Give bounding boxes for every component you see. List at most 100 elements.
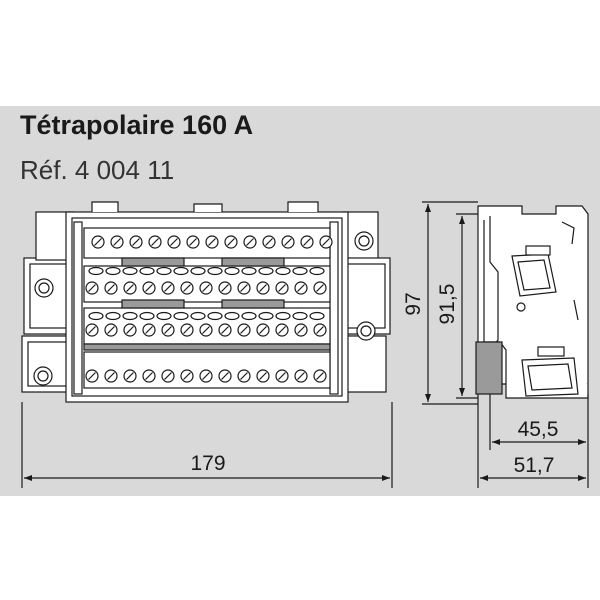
insulator-oval	[258, 266, 274, 276]
product-title: Tétrapolaire 160 A	[20, 110, 254, 140]
terminal-screw	[262, 235, 276, 249]
terminal-screw	[218, 323, 232, 337]
terminal-screw	[180, 323, 194, 337]
insulator-oval	[258, 311, 274, 321]
terminal-screw	[319, 235, 333, 249]
insulator-oval	[173, 311, 189, 321]
front-view	[21, 201, 391, 403]
terminal-screw	[313, 369, 327, 383]
terminal-screw	[313, 323, 327, 337]
lower-terminal-clamp	[521, 346, 579, 397]
insulator-oval	[241, 311, 257, 321]
terminal-screw	[256, 369, 270, 383]
terminal-screw	[275, 281, 289, 295]
insulator-oval	[156, 311, 172, 321]
depth-dimensions	[477, 394, 589, 488]
terminal-screw	[142, 323, 156, 337]
terminal-screw	[243, 235, 257, 249]
insulator-oval	[224, 311, 240, 321]
terminal-screw	[199, 369, 213, 383]
insulator-oval	[173, 266, 189, 276]
insulator-oval	[275, 311, 291, 321]
top-clip-center	[193, 203, 223, 212]
height-overall-label: 97	[402, 292, 425, 315]
terminal-screw	[123, 369, 137, 383]
terminal-screw	[161, 369, 175, 383]
terminal-screw	[91, 235, 105, 249]
width-dimension-label: 179	[190, 452, 225, 475]
height-dimensions	[422, 201, 478, 405]
top-clip-left	[91, 201, 119, 212]
side-view	[475, 205, 589, 399]
insulator-oval	[88, 266, 104, 276]
terminal-screw	[205, 235, 219, 249]
terminal-screw	[224, 235, 238, 249]
insulator-oval	[309, 266, 325, 276]
insulator-oval	[275, 266, 291, 276]
terminal-screw	[110, 235, 124, 249]
insulator-oval	[224, 266, 240, 276]
depth-inner-label: 45,5	[518, 418, 559, 441]
terminal-screw	[85, 281, 99, 295]
depth-overall-label: 51,7	[514, 454, 555, 477]
terminal-screw	[294, 369, 308, 383]
insulator-oval	[309, 311, 325, 321]
terminal-screw	[237, 369, 251, 383]
terminal-screw	[161, 281, 175, 295]
insulator-oval	[122, 266, 138, 276]
terminal-screw	[256, 323, 270, 337]
terminal-screw	[180, 281, 194, 295]
fixing-screws	[33, 231, 376, 386]
terminal-screw	[294, 281, 308, 295]
terminal-screw	[199, 281, 213, 295]
terminal-screw	[123, 281, 137, 295]
terminal-screw	[104, 369, 118, 383]
insulator-ovals-lower	[88, 311, 325, 321]
width-dimension	[21, 402, 393, 488]
upper-terminal-clamp	[511, 245, 557, 312]
terminal-screw	[313, 281, 327, 295]
terminal-screw	[256, 281, 270, 295]
insulator-oval	[190, 266, 206, 276]
terminal-screw	[237, 323, 251, 337]
insulator-oval	[88, 311, 104, 321]
terminal-screw	[85, 369, 99, 383]
insulator-oval	[122, 311, 138, 321]
top-clip-right	[287, 201, 319, 212]
insulator-oval	[139, 311, 155, 321]
terminal-screw	[300, 235, 314, 249]
terminal-screw	[186, 235, 200, 249]
terminal-screw	[104, 281, 118, 295]
terminal-screw	[142, 281, 156, 295]
insulator-oval	[139, 266, 155, 276]
insulator-oval	[292, 266, 308, 276]
terminal-screw	[180, 369, 194, 383]
terminal-screw	[85, 323, 99, 337]
terminal-screw	[218, 281, 232, 295]
insulator-oval	[241, 266, 257, 276]
insulator-oval	[292, 311, 308, 321]
terminal-screw	[167, 235, 181, 249]
terminal-screw	[294, 323, 308, 337]
terminal-screw	[237, 281, 251, 295]
height-inner-label: 91,5	[436, 284, 459, 325]
terminal-screw	[142, 369, 156, 383]
terminal-screw	[199, 323, 213, 337]
insulator-ovals-upper	[88, 266, 325, 276]
terminal-screw	[104, 323, 118, 337]
terminal-screw	[275, 369, 289, 383]
terminal-screws	[85, 235, 333, 383]
terminal-screw	[123, 323, 137, 337]
insulator-oval	[105, 311, 121, 321]
insulator-oval	[190, 311, 206, 321]
terminal-screw	[281, 235, 295, 249]
insulator-oval	[105, 266, 121, 276]
terminal-screw	[218, 369, 232, 383]
terminal-screw	[161, 323, 175, 337]
insulator-oval	[207, 311, 223, 321]
terminal-screw	[148, 235, 162, 249]
terminal-screw	[275, 323, 289, 337]
insulator-oval	[207, 266, 223, 276]
